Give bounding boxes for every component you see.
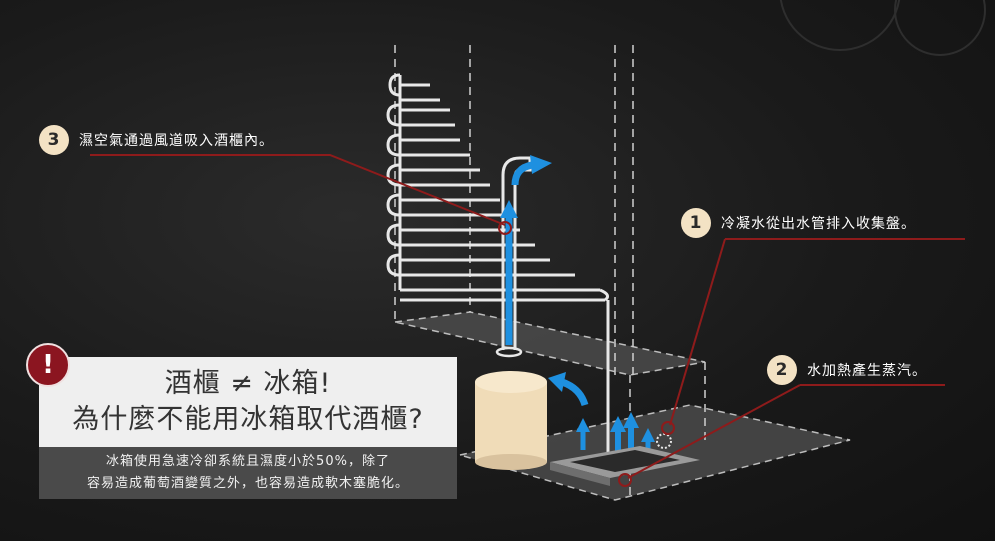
headline-line-1: 酒櫃 ≠ 冰箱!	[164, 368, 332, 399]
alert-icon: !	[26, 343, 70, 387]
callout-1-number: 1	[681, 208, 711, 238]
decorative-circles	[779, 0, 986, 56]
headline-line-2: 為什麼不能用冰箱取代酒櫃?	[72, 404, 424, 435]
steam-dots	[656, 433, 672, 449]
collection-tray	[550, 446, 700, 486]
callout-3-text: 濕空氣通過風道吸入酒櫃內。	[79, 133, 274, 149]
description-line-2: 容易造成葡萄酒變質之外，也容易造成軟木塞脆化。	[86, 476, 409, 491]
duct-opening	[495, 346, 523, 358]
description-box: 冰箱使用急速冷卻系統且濕度小於50%，除了 容易造成葡萄酒變質之外，也容易造成軟…	[39, 447, 457, 499]
headline-box: 酒櫃 ≠ 冰箱! 為什麼不能用冰箱取代酒櫃?	[39, 357, 457, 447]
condenser-coil	[386, 73, 610, 470]
callout-2: 2 水加熱產生蒸汽。	[767, 355, 927, 385]
pointer-lines	[90, 154, 965, 487]
callout-1-text: 冷凝水從出水管排入收集盤。	[721, 216, 916, 232]
callout-2-text: 水加熱產生蒸汽。	[807, 363, 927, 379]
description-line-1: 冰箱使用急速冷卻系統且濕度小於50%，除了	[106, 454, 390, 469]
callout-3: 3 濕空氣通過風道吸入酒櫃內。	[39, 125, 274, 155]
callout-1: 1 冷凝水從出水管排入收集盤。	[681, 208, 916, 238]
callout-3-number: 3	[39, 125, 69, 155]
callout-2-number: 2	[767, 355, 797, 385]
airflow-arrows	[500, 155, 655, 460]
water-tank	[475, 371, 547, 470]
